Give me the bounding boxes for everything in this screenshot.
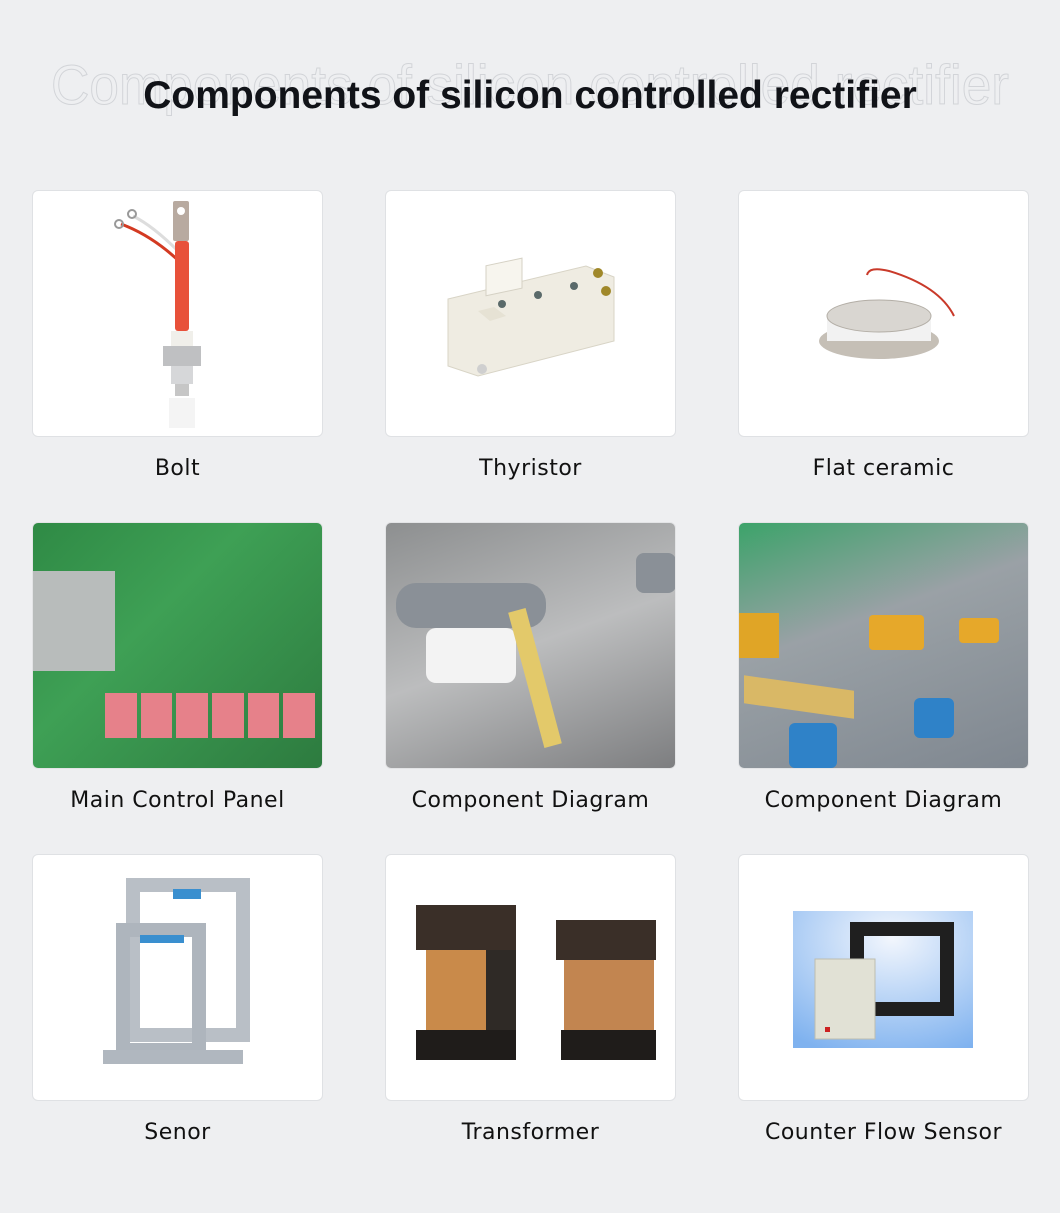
flat-ceramic-thyristor-photo bbox=[738, 190, 1029, 437]
thyristor-module-photo bbox=[385, 190, 676, 437]
component-label: Senor bbox=[144, 1120, 211, 1145]
component-label: Thyristor bbox=[479, 456, 582, 481]
transformer-photo bbox=[385, 854, 676, 1101]
component-card-thyristor[interactable]: Thyristor bbox=[385, 190, 676, 481]
component-card-bolt[interactable]: Bolt bbox=[32, 190, 323, 481]
bolt-thyristor-photo bbox=[32, 190, 323, 437]
page-header: Components of silicon controlled rectifi… bbox=[0, 52, 1060, 132]
component-label: Main Control Panel bbox=[70, 788, 285, 813]
component-card-component-diagram-2[interactable]: Component Diagram bbox=[738, 522, 1029, 813]
circuit-board-photo bbox=[32, 522, 323, 769]
component-card-senor[interactable]: Senor bbox=[32, 854, 323, 1145]
component-label: Transformer bbox=[461, 1120, 600, 1145]
counter-flow-sensor-photo bbox=[738, 854, 1029, 1101]
frame-current-sensor-photo bbox=[32, 854, 323, 1101]
component-card-transformer[interactable]: Transformer bbox=[385, 854, 676, 1145]
title-watermark: Components of silicon controlled rectifi… bbox=[50, 53, 1010, 117]
component-label: Component Diagram bbox=[764, 788, 1003, 813]
page-title: Components of silicon controlled rectifi… bbox=[143, 74, 917, 117]
component-label: Component Diagram bbox=[411, 788, 650, 813]
component-label: Counter Flow Sensor bbox=[764, 1120, 1003, 1145]
component-card-counter-flow-sensor[interactable]: Counter Flow Sensor bbox=[738, 854, 1029, 1145]
component-card-flat-ceramic[interactable]: Flat ceramic bbox=[738, 190, 1029, 481]
component-label: Flat ceramic bbox=[812, 456, 955, 481]
component-card-component-diagram-1[interactable]: Component Diagram bbox=[385, 522, 676, 813]
component-assembly-photo bbox=[385, 522, 676, 769]
component-rack-photo bbox=[738, 522, 1029, 769]
component-card-main-control-panel[interactable]: Main Control Panel bbox=[32, 522, 323, 813]
component-label: Bolt bbox=[154, 456, 201, 481]
